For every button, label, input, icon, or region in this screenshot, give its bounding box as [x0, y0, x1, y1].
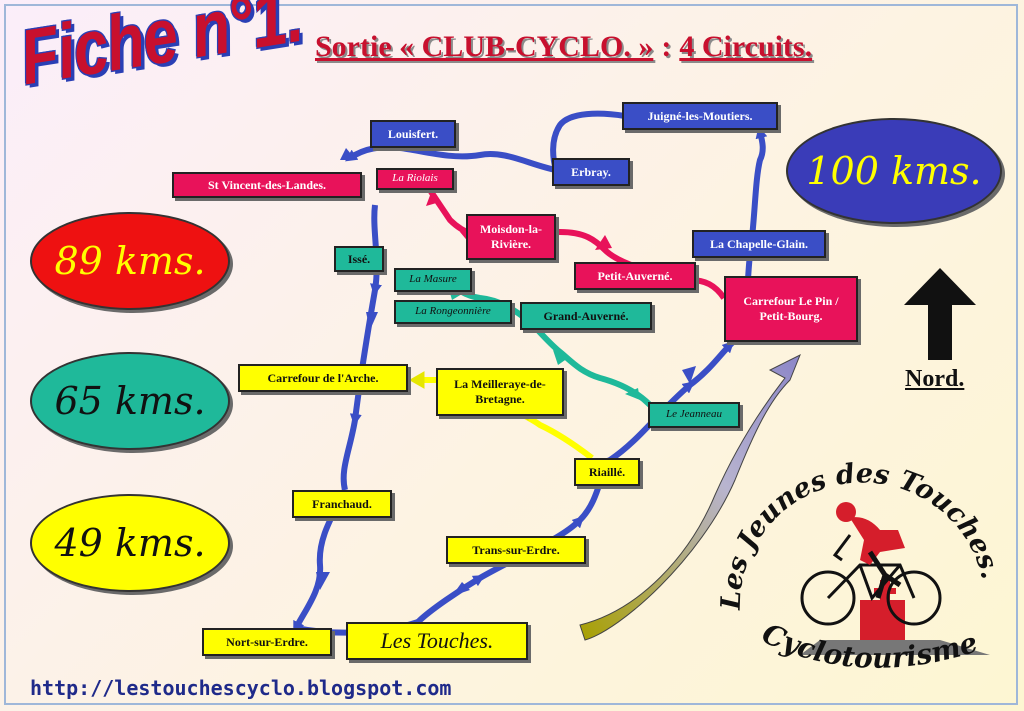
route-49-arrow-2	[408, 371, 425, 389]
place-grand-auverne: Grand-Auverné.	[520, 302, 652, 330]
route-89-arrow-1	[595, 235, 612, 250]
route-100-line-northwest	[345, 144, 557, 173]
place-erbray: Erbray.	[552, 158, 630, 186]
route-65-arrow-2	[553, 350, 568, 365]
title-colon: :	[661, 30, 672, 63]
cyclist-icon	[800, 502, 990, 655]
footer-url[interactable]: http://lestouchescyclo.blogspot.com	[30, 676, 452, 700]
place-trans: Trans-sur-Erdre.	[446, 536, 586, 564]
route-100-arrow-5	[340, 148, 356, 160]
place-petit-auverne: Petit-Auverné.	[574, 262, 696, 290]
distance-49-oval: 49 kms.	[30, 494, 230, 592]
place-isse: Issé.	[334, 246, 384, 272]
distance-100-label: 100 kms.	[806, 149, 982, 193]
place-louisfert: Louisfert.	[370, 120, 456, 148]
distance-100-oval: 100 kms.	[786, 118, 1002, 224]
place-la-rongeonniere: La Rongeonnière	[394, 300, 512, 324]
swoosh-arrow	[579, 353, 801, 641]
place-meilleraye: La Meilleraye-de-Bretagne.	[436, 368, 564, 416]
route-65-line	[443, 277, 653, 408]
place-moisdon: Moisdon-la-Rivière.	[466, 214, 556, 260]
route-100-arrow-4	[316, 572, 330, 590]
distance-89-oval: 89 kms.	[30, 212, 230, 310]
north-label: Nord.	[905, 366, 965, 392]
route-89-arrow-3	[426, 190, 440, 206]
place-franchaud: Franchaud.	[292, 490, 392, 518]
place-st-vincent: St Vincent-des-Landes.	[172, 172, 362, 198]
place-carrefour-pin: Carrefour Le Pin / Petit-Bourg.	[724, 276, 858, 342]
distance-65-oval: 65 kms.	[30, 352, 230, 450]
north-arrow-icon	[904, 268, 976, 360]
place-les-touches: Les Touches.	[346, 622, 528, 660]
place-la-chapelle: La Chapelle-Glain.	[692, 230, 826, 258]
place-le-jeanneau: Le Jeanneau	[648, 402, 740, 428]
place-riaille: Riaillé.	[574, 458, 640, 486]
place-juigne: Juigné-les-Moutiers.	[622, 102, 778, 130]
distance-49-label: 49 kms.	[54, 521, 206, 565]
place-carrefour-arche: Carrefour de l'Arche.	[238, 364, 408, 392]
circuits-heading: 4 Circuits.	[679, 30, 813, 63]
distance-65-label: 65 kms.	[54, 379, 206, 423]
page-title: Sortie « CLUB-CYCLO. »:4 Circuits.	[315, 30, 812, 64]
distance-89-label: 89 kms.	[54, 239, 206, 283]
route-100-arrow-1	[452, 582, 470, 596]
sortie-heading: Sortie « CLUB-CYCLO. »	[315, 30, 654, 63]
route-100-arrow-3	[366, 312, 378, 330]
place-la-masure: La Masure	[394, 268, 472, 292]
route-65-arrow-1	[625, 388, 640, 400]
route-100-arrow-2	[682, 366, 696, 384]
place-nort: Nort-sur-Erdre.	[202, 628, 332, 656]
place-la-riolais: La Riolais	[376, 168, 454, 190]
